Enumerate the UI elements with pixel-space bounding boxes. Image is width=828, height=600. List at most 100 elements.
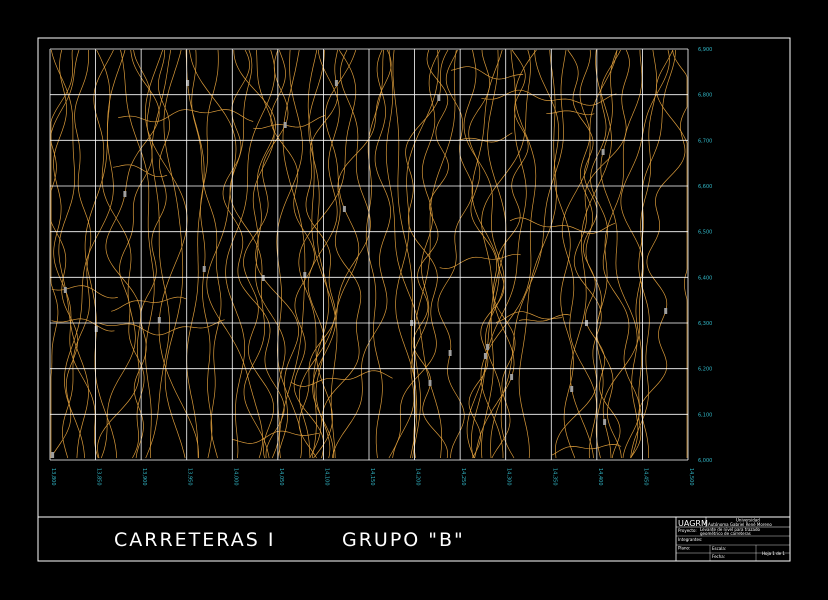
contour-elevation-label — [437, 95, 441, 101]
sheet-frame — [37, 37, 791, 562]
contour-line — [474, 49, 531, 459]
project-line-1: Levante de nivel para trazado — [700, 527, 761, 532]
contour-line — [189, 49, 263, 459]
x-tick-label: 13,800 — [50, 468, 56, 486]
contour-line — [51, 285, 118, 299]
contour-elevation-label — [63, 287, 67, 293]
contour-elevation-label — [483, 353, 487, 359]
contour-line — [225, 49, 276, 459]
project-line-2: geométrico de carreteras — [700, 531, 751, 536]
project-label: Proyecto: — [678, 528, 697, 533]
contour-line — [50, 49, 89, 459]
y-axis-tick-labels: 6,9006,8006,7006,6006,5006,4006,3006,200… — [698, 47, 712, 464]
contour-line — [590, 49, 640, 459]
contour-line — [279, 49, 306, 459]
contour-line — [270, 49, 324, 459]
contour-line — [111, 296, 187, 312]
contour-line — [307, 49, 340, 459]
coordinate-grid — [49, 48, 689, 461]
contour-line — [276, 49, 303, 459]
contour-line — [595, 49, 643, 459]
contour-line — [231, 430, 320, 444]
y-tick-label: 6,300 — [698, 321, 712, 327]
contour-line — [298, 49, 360, 459]
contour-line — [118, 109, 254, 123]
contour-line — [331, 49, 391, 459]
contour-line — [229, 49, 270, 459]
contour-elevation-label — [486, 344, 490, 350]
x-tick-label: 14,100 — [323, 468, 329, 486]
institution-line-1: Universidad — [736, 518, 760, 523]
contour-line — [145, 49, 172, 459]
contour-line — [298, 49, 338, 459]
contour-elevation-label — [94, 326, 98, 332]
sheet-number: Hoja 1 de 1 — [762, 551, 785, 556]
y-tick-label: 6,600 — [698, 184, 712, 190]
y-tick-label: 6,200 — [698, 367, 712, 373]
contour-elevation-label — [510, 374, 514, 380]
contour-elevation-label — [601, 149, 605, 155]
x-tick-label: 13,850 — [96, 468, 102, 486]
contour-line — [630, 49, 676, 459]
contour-line — [53, 49, 99, 459]
y-tick-label: 6,700 — [698, 138, 712, 144]
contour-line — [437, 49, 474, 459]
contour-line — [480, 49, 537, 458]
contour-line — [307, 49, 338, 459]
x-tick-label: 14,200 — [415, 468, 421, 486]
contour-line — [546, 110, 595, 116]
contour-elevation-label — [448, 350, 452, 356]
contour-elevation-label — [283, 122, 287, 128]
sheet-title-course: CARRETERAS I — [114, 529, 275, 551]
contour-line — [567, 49, 621, 459]
contour-line — [233, 49, 299, 459]
contour-line — [113, 164, 168, 178]
y-tick-label: 6,000 — [698, 458, 712, 464]
x-tick-label: 14,250 — [460, 468, 466, 486]
contour-elevation-label — [202, 266, 206, 272]
y-tick-label: 6,100 — [698, 412, 712, 418]
contour-line — [98, 319, 225, 336]
contour-line — [602, 49, 670, 459]
contour-line — [385, 49, 443, 459]
contour-line — [312, 49, 371, 458]
contour-line — [120, 49, 155, 459]
contour-line — [93, 49, 136, 459]
contour-line — [509, 217, 616, 234]
contour-line — [458, 132, 513, 143]
date-label: Fecha: — [712, 554, 725, 559]
contour-elevation-label — [603, 419, 607, 425]
contour-line — [119, 49, 153, 459]
contour-elevation-label — [157, 317, 161, 323]
y-tick-label: 6,800 — [698, 93, 712, 99]
y-tick-label: 6,500 — [698, 230, 712, 236]
contour-line — [388, 49, 449, 459]
contour-line — [551, 444, 622, 456]
x-tick-label: 14,450 — [642, 468, 648, 486]
x-tick-label: 14,400 — [597, 468, 603, 486]
contour-line — [200, 49, 219, 459]
contour-line — [243, 49, 289, 459]
contour-line — [534, 49, 576, 459]
contour-line — [481, 89, 617, 106]
contour-line — [555, 49, 630, 459]
contour-line — [451, 66, 524, 80]
contour-elevation-label — [570, 386, 574, 392]
y-tick-label: 6,900 — [698, 47, 712, 53]
scale-label: Escala: — [712, 546, 726, 551]
contour-line — [439, 253, 521, 269]
x-tick-label: 14,050 — [278, 468, 284, 486]
x-tick-label: 13,900 — [141, 468, 147, 486]
contour-line — [519, 314, 571, 322]
contour-line — [518, 49, 557, 459]
contour-elevation-label — [342, 206, 346, 212]
title-block: UAGRM Universidad Autónoma Gabriel René … — [675, 516, 791, 562]
contour-line — [468, 49, 516, 459]
x-tick-label: 13,950 — [187, 468, 193, 486]
institution-line-2: Autónoma Gabriel René Moreno — [708, 522, 772, 527]
contour-lines-layer — [50, 49, 688, 459]
contour-line — [468, 49, 529, 459]
x-tick-label: 14,300 — [506, 468, 512, 486]
